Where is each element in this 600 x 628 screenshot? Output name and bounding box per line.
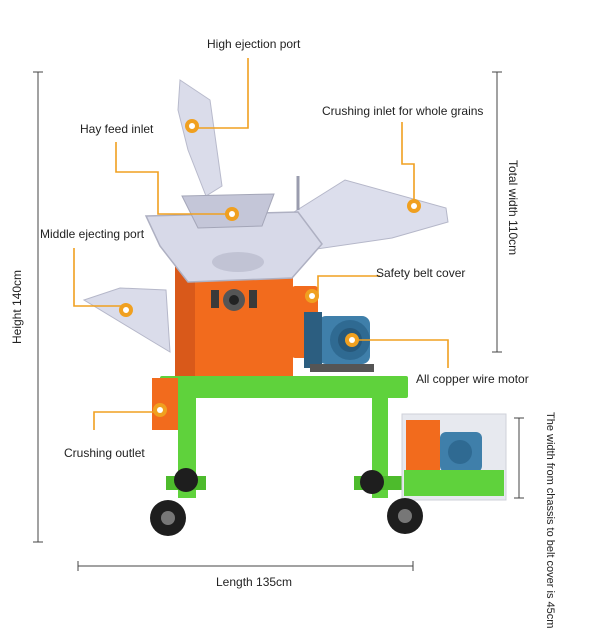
label-length: Length 135cm — [216, 575, 293, 589]
crusher-body — [175, 260, 293, 380]
callout-leaders — [73, 58, 449, 430]
wheel — [360, 470, 384, 494]
height-dimension-line — [33, 71, 43, 543]
label-safety-belt-cover: Safety belt cover — [376, 266, 466, 280]
wheel — [387, 498, 423, 534]
label-crushing-inlet: Crushing inlet for whole grains — [322, 104, 484, 118]
bearing-bracket — [211, 290, 219, 308]
chassis-dimension-line — [514, 417, 524, 499]
machine-diagram — [33, 58, 524, 571]
body-shading — [175, 260, 195, 380]
length-dimension-line — [77, 561, 414, 571]
label-chassis-width: The width from chassis to belt cover is … — [544, 412, 556, 628]
label-height: Height 140cm — [10, 269, 24, 344]
callout-dot — [119, 303, 133, 317]
label-high-ejection-port: High ejection port — [207, 37, 301, 51]
label-hay-feed-inlet: Hay feed inlet — [80, 122, 154, 136]
high-ejection-chute — [177, 79, 223, 197]
callout-dot — [225, 207, 239, 221]
bearing-bracket — [249, 290, 257, 308]
diagram-stage: High ejection port Hay feed inlet Crushi… — [10, 37, 556, 628]
callout-dot — [153, 403, 167, 417]
outlet-flap — [152, 378, 178, 430]
hay-hopper — [144, 211, 323, 283]
label-crushing-outlet: Crushing outlet — [64, 446, 145, 460]
callout-dot — [345, 333, 359, 347]
middle-ejection-chute — [82, 287, 171, 353]
callout-dot — [407, 199, 421, 213]
label-total-width: Total width 110cm — [506, 160, 520, 256]
hopper-throat — [212, 252, 264, 272]
wheel — [150, 500, 186, 536]
label-motor: All copper wire motor — [416, 372, 529, 386]
label-middle-ejecting-port: Middle ejecting port — [40, 227, 145, 241]
callout-dot — [305, 289, 319, 303]
copper-wire-motor — [304, 312, 374, 372]
width-dimension-line — [492, 71, 502, 353]
wheel — [174, 468, 198, 492]
callout-dot — [185, 119, 199, 133]
inset-chassis-view — [401, 413, 507, 501]
